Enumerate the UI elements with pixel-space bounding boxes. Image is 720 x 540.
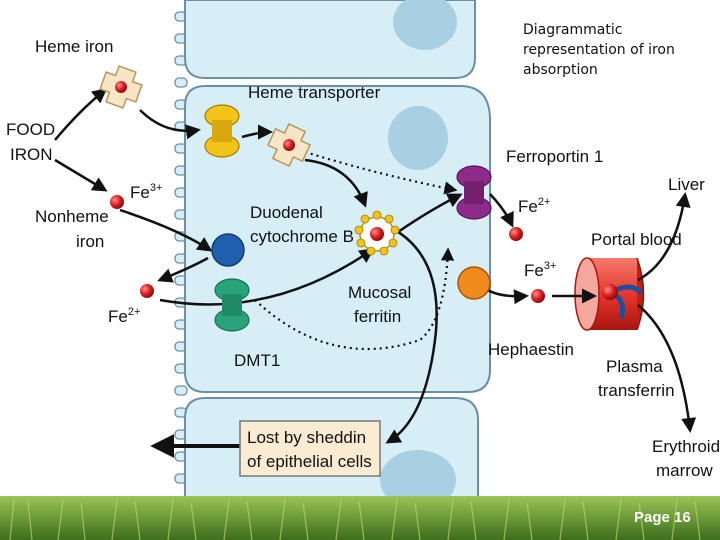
nucleus-middle bbox=[388, 106, 448, 170]
title-line-2: representation of iron bbox=[523, 42, 675, 58]
ferroportin-protein bbox=[456, 165, 492, 220]
label-ferroportin: Ferroportin 1 bbox=[506, 147, 603, 166]
label-transferrin: transferrin bbox=[598, 381, 675, 400]
grass-footer: Page 16 bbox=[0, 496, 720, 540]
fe2-lumen-iron-atom bbox=[140, 284, 154, 298]
heme-in-cell-icon bbox=[266, 122, 312, 168]
diagram-title: Diagrammatic representation of iron abso… bbox=[523, 22, 675, 78]
shedding-box bbox=[239, 420, 381, 477]
label-lost-line1: Lost by sheddin bbox=[247, 428, 366, 447]
label-nonheme: Nonheme bbox=[35, 207, 109, 226]
label-fe2-left: Fe2+ bbox=[108, 306, 140, 326]
title-line-1: Diagrammatic bbox=[523, 22, 622, 38]
label-plasma: Plasma bbox=[606, 357, 663, 376]
diagram-labels: Heme iron FOOD IRON Fe3+ Nonheme iron Fe… bbox=[6, 37, 720, 480]
label-portal-blood: Portal blood bbox=[591, 230, 682, 249]
plasma-transferrin-icon bbox=[602, 284, 643, 319]
hephaestin-protein bbox=[457, 266, 491, 300]
label-nonheme-iron: iron bbox=[76, 232, 104, 251]
label-fe3-right: Fe3+ bbox=[524, 260, 556, 280]
pathway-arrows bbox=[54, 88, 697, 458]
label-marrow: marrow bbox=[656, 461, 713, 480]
label-lost-line2: of epithelial cells bbox=[247, 452, 372, 471]
nucleus-top bbox=[393, 0, 457, 50]
label-duodenal: Duodenal bbox=[250, 203, 323, 222]
label-fe3-left: Fe3+ bbox=[130, 182, 162, 202]
label-liver: Liver bbox=[668, 175, 705, 194]
nucleus-bottom bbox=[380, 450, 456, 510]
fe3-blood-iron-atom bbox=[531, 289, 545, 303]
page-number: Page 16 bbox=[634, 509, 691, 526]
fe2-blood-iron-atom bbox=[509, 227, 523, 241]
label-heme-iron: Heme iron bbox=[35, 37, 113, 56]
mucosal-ferritin-icon bbox=[354, 210, 400, 256]
duodenal-cytochrome-b-protein bbox=[211, 233, 245, 267]
label-hephaestin: Hephaestin bbox=[488, 340, 574, 359]
label-erythroid: Erythroid bbox=[652, 437, 720, 456]
label-heme-transporter: Heme transporter bbox=[248, 83, 381, 102]
title-line-3: absorption bbox=[523, 62, 598, 78]
label-iron: IRON bbox=[10, 145, 53, 164]
label-cytochrome-b: cytochrome B bbox=[250, 227, 354, 246]
label-mucosal: Mucosal bbox=[348, 283, 411, 302]
label-food: FOOD bbox=[6, 120, 55, 139]
label-fe2-right: Fe2+ bbox=[518, 196, 550, 216]
dmt1-protein bbox=[214, 278, 250, 332]
heme-transporter-protein bbox=[204, 104, 240, 158]
label-dmt1: DMT1 bbox=[234, 351, 280, 370]
fe3-food-iron-atom bbox=[110, 195, 124, 209]
heme-iron-icon bbox=[99, 65, 143, 109]
label-ferritin: ferritin bbox=[354, 307, 401, 326]
